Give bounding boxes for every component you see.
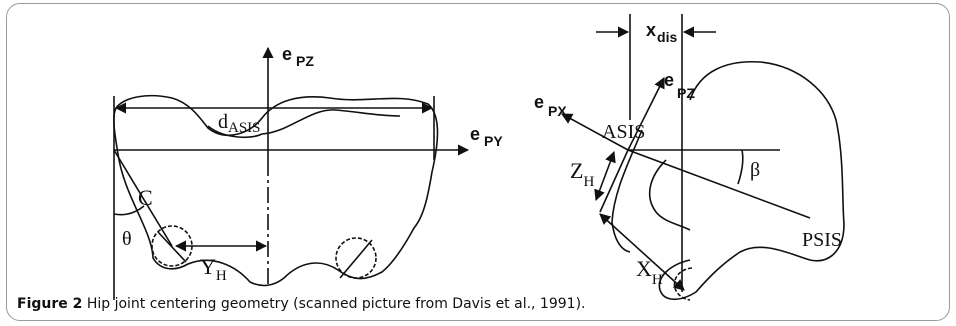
asis-psis-line	[627, 149, 811, 219]
caption-text: Hip joint centering geometry (scanned pi…	[86, 296, 586, 312]
c-line	[113, 149, 173, 247]
right-hip-socket	[335, 237, 377, 279]
sacrum-curve	[207, 109, 401, 139]
xdis-label: xdis	[646, 20, 677, 45]
yh-label: YH	[200, 254, 227, 284]
caption-label: Figure 2	[17, 296, 83, 312]
theta-arc	[113, 205, 145, 216]
right-socket-line	[339, 239, 373, 279]
right-e-pz-axis	[627, 76, 665, 151]
zh-line	[599, 149, 629, 213]
beta-arc	[737, 149, 744, 185]
zh-label: ZH	[570, 158, 594, 190]
beta-label: β	[750, 159, 760, 181]
psis-label: PSIS	[802, 229, 842, 251]
theta-label: θ	[122, 228, 132, 250]
asis-label: ASIS	[602, 121, 645, 143]
figure-caption: Figure 2 Hip joint centering geometry (s…	[17, 296, 585, 312]
c-label: C	[138, 185, 153, 210]
xh-label: XH	[636, 256, 663, 288]
pelvis-side-view	[561, 14, 845, 301]
left-socket-line	[157, 231, 187, 263]
pelvis-front-outline	[113, 94, 439, 287]
pelvis-side-inner	[611, 129, 643, 253]
d-asis-label: dASIS	[218, 111, 261, 136]
right-e-px-axis	[561, 113, 629, 151]
zh-arrow	[594, 150, 616, 202]
xh-arrow	[599, 213, 685, 291]
pelvis-front-view	[113, 46, 470, 300]
right-e-pz-label: ePZ	[664, 70, 695, 101]
figure-frame	[6, 3, 950, 321]
pelvis-side-outline	[658, 60, 845, 301]
